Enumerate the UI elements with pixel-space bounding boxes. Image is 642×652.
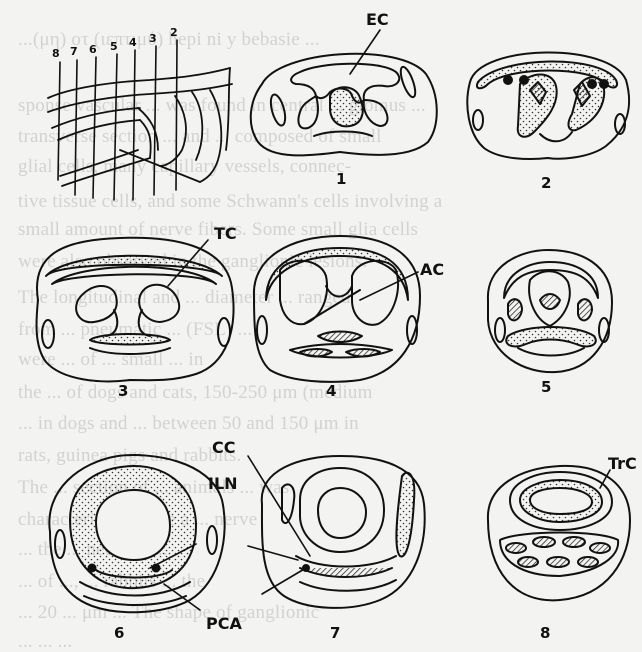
section-5 <box>488 250 612 372</box>
section-2 <box>467 52 629 159</box>
level-number: 5 <box>110 41 118 52</box>
section-number-3: 3 <box>118 384 128 399</box>
cricoid-cartilage-label: CC <box>212 440 235 456</box>
section-number-8: 8 <box>540 626 550 641</box>
section-6 <box>49 455 224 612</box>
level-number: 4 <box>129 37 137 48</box>
epiglottic-cartilage-label: EC <box>366 12 389 28</box>
level-number: 2 <box>170 27 178 38</box>
pca-label: PCA <box>206 616 242 632</box>
section-7 <box>248 456 425 608</box>
level-number: 6 <box>89 44 97 55</box>
arytenoid-cartilage-label: AC <box>420 262 444 278</box>
thyroid-cartilage-label: TC <box>214 226 237 242</box>
section-number-6: 6 <box>114 626 124 641</box>
section-number-7: 7 <box>330 626 340 641</box>
level-number: 3 <box>149 33 157 44</box>
section-8 <box>488 466 630 600</box>
section-1 <box>251 30 437 155</box>
level-number: 8 <box>52 48 60 59</box>
section-number-1: 1 <box>336 172 346 187</box>
section-4 <box>254 236 420 382</box>
section-number-5: 5 <box>541 380 551 395</box>
section-number-4: 4 <box>326 384 336 399</box>
epiglottic-cartilage <box>330 87 363 126</box>
iln-label: ILN <box>208 476 238 492</box>
level-number: 7 <box>70 46 78 57</box>
lateral-view-diagram <box>48 40 232 200</box>
tracheal-cartilage-label: TrC <box>608 456 637 472</box>
section-3 <box>36 238 233 382</box>
section-number-2: 2 <box>541 176 551 191</box>
